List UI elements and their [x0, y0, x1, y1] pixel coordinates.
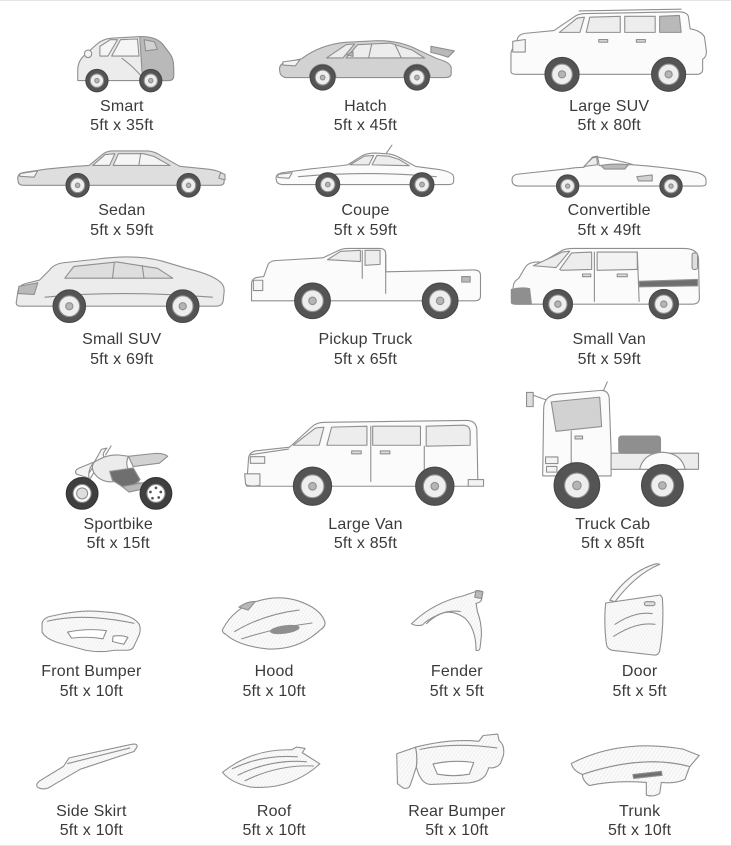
part-size: 5ft x 10ft [425, 822, 489, 840]
part-card-side-skirt[interactable]: Side Skirt 5ft x 10ft [0, 704, 183, 845]
sportbike-motorcycle-icon [49, 437, 187, 512]
vehicle-size: 5ft x 80ft [577, 117, 641, 135]
hatchback-car-icon [272, 29, 459, 94]
vehicle-size: 5ft x 49ft [577, 221, 641, 239]
vehicle-card-sedan[interactable]: Sedan 5ft x 59ft [0, 141, 244, 245]
vehicle-size: 5ft x 69ft [90, 350, 154, 368]
side-skirt-icon [31, 738, 151, 799]
part-label: Side Skirt [56, 802, 127, 820]
part-size: 5ft x 10ft [242, 682, 306, 700]
vehicle-size: 5ft x 45ft [333, 117, 398, 135]
part-size: 5ft x 10ft [607, 822, 672, 840]
vehicle-label: Coupe [341, 202, 390, 219]
part-label: Roof [256, 802, 292, 820]
front-bumper-icon [34, 595, 148, 659]
vehicle-label: Smart [99, 97, 144, 115]
vehicle-card-coupe[interactable]: Coupe 5ft x 59ft [244, 141, 488, 245]
vehicle-size: 5ft x 85ft [581, 535, 645, 553]
part-size: 5ft x 5ft [429, 682, 485, 700]
parts-grid-row-1: Front Bumper 5ft x 10ft Hood 5ft x 10ft … [0, 559, 731, 704]
vehicle-grid-row-4: Sportbike 5ft x 15ft Large Van 5ft x 85f… [0, 373, 731, 559]
vehicle-card-large-suv[interactable]: Large SUV 5ft x 80ft [487, 1, 731, 141]
vehicle-card-small-suv[interactable]: Small SUV 5ft x 69ft [0, 241, 244, 374]
small-van-icon [504, 242, 714, 327]
part-card-roof[interactable]: Roof 5ft x 10ft [183, 704, 366, 845]
part-label: Trunk [618, 802, 661, 820]
trunk-icon [565, 735, 715, 799]
part-label: Rear Bumper [408, 802, 506, 820]
parts-grid-row-2: Side Skirt 5ft x 10ft Roof 5ft x 10ft Re… [0, 704, 731, 845]
vehicle-label: Sedan [98, 202, 146, 219]
vehicle-card-small-van[interactable]: Small Van 5ft x 59ft [488, 241, 731, 374]
large-van-icon [237, 409, 495, 512]
convertible-car-icon [507, 146, 712, 198]
part-size: 5ft x 10ft [242, 822, 306, 840]
vehicle-size: 5ft x 59ft [333, 221, 398, 239]
vehicle-card-smart[interactable]: Smart 5ft x 35ft [0, 1, 244, 141]
large-suv-icon [502, 2, 717, 94]
fender-icon [406, 583, 508, 659]
part-size: 5ft x 5ft [612, 682, 667, 700]
vehicle-card-sportbike[interactable]: Sportbike 5ft x 15ft [0, 373, 237, 559]
vehicle-size: 5ft x 59ft [577, 350, 641, 368]
part-card-trunk[interactable]: Trunk 5ft x 10ft [548, 704, 731, 845]
vehicle-size: 5ft x 85ft [333, 535, 398, 553]
rear-bumper-icon [388, 726, 526, 799]
pickup-truck-icon [244, 241, 488, 327]
part-card-rear-bumper[interactable]: Rear Bumper 5ft x 10ft [366, 704, 549, 845]
part-card-front-bumper[interactable]: Front Bumper 5ft x 10ft [0, 559, 183, 706]
vehicle-label: Small Van [572, 331, 647, 348]
vehicle-label: Large Van [328, 515, 403, 533]
vehicle-card-convertible[interactable]: Convertible 5ft x 49ft [487, 141, 731, 245]
vehicle-card-truck-cab[interactable]: Truck Cab 5ft x 85ft [495, 373, 731, 559]
vehicle-size: 5ft x 65ft [333, 350, 398, 368]
part-label: Door [621, 663, 658, 680]
vehicle-label: Sportbike [83, 515, 153, 533]
part-label: Fender [430, 663, 483, 680]
vehicle-card-large-van[interactable]: Large Van 5ft x 85ft [237, 373, 495, 559]
coupe-car-icon [270, 142, 460, 198]
vehicle-card-pickup-truck[interactable]: Pickup Truck 5ft x 65ft [244, 241, 488, 374]
vehicle-grid-row-2: Sedan 5ft x 59ft Coupe 5ft x 59ft [0, 141, 731, 241]
smart-car-icon [63, 27, 181, 94]
semi-truck-cab-icon [518, 381, 708, 512]
vehicle-size: 5ft x 59ft [90, 221, 154, 239]
door-icon [595, 559, 685, 659]
vehicle-size: 5ft x 15ft [86, 535, 150, 553]
part-card-hood[interactable]: Hood 5ft x 10ft [183, 559, 366, 706]
vehicle-grid-row-3: Small SUV 5ft x 69ft Pickup Truck 5ft x … [0, 241, 731, 373]
vehicle-label: Small SUV [82, 331, 162, 348]
sedan-car-icon [11, 141, 233, 198]
part-label: Hood [254, 663, 294, 680]
vehicle-card-hatch[interactable]: Hatch 5ft x 45ft [244, 1, 488, 141]
part-size: 5ft x 10ft [59, 822, 124, 840]
part-card-door[interactable]: Door 5ft x 5ft [548, 559, 731, 706]
part-label: Front Bumper [41, 663, 142, 680]
vehicle-size: 5ft x 35ft [90, 117, 154, 135]
roof-icon [214, 740, 334, 799]
hood-icon [213, 587, 335, 659]
part-size: 5ft x 10ft [59, 682, 124, 700]
vehicle-grid-row-1: Smart 5ft x 35ft Hatch 5ft x 45ft [0, 1, 731, 141]
vehicle-label: Truck Cab [575, 515, 651, 533]
vehicle-label: Large SUV [569, 97, 650, 115]
part-card-fender[interactable]: Fender 5ft x 5ft [366, 559, 549, 706]
vehicle-label: Convertible [567, 202, 651, 219]
small-suv-icon [9, 243, 234, 327]
vehicle-label: Pickup Truck [318, 331, 413, 348]
vehicle-label: Hatch [344, 97, 387, 115]
